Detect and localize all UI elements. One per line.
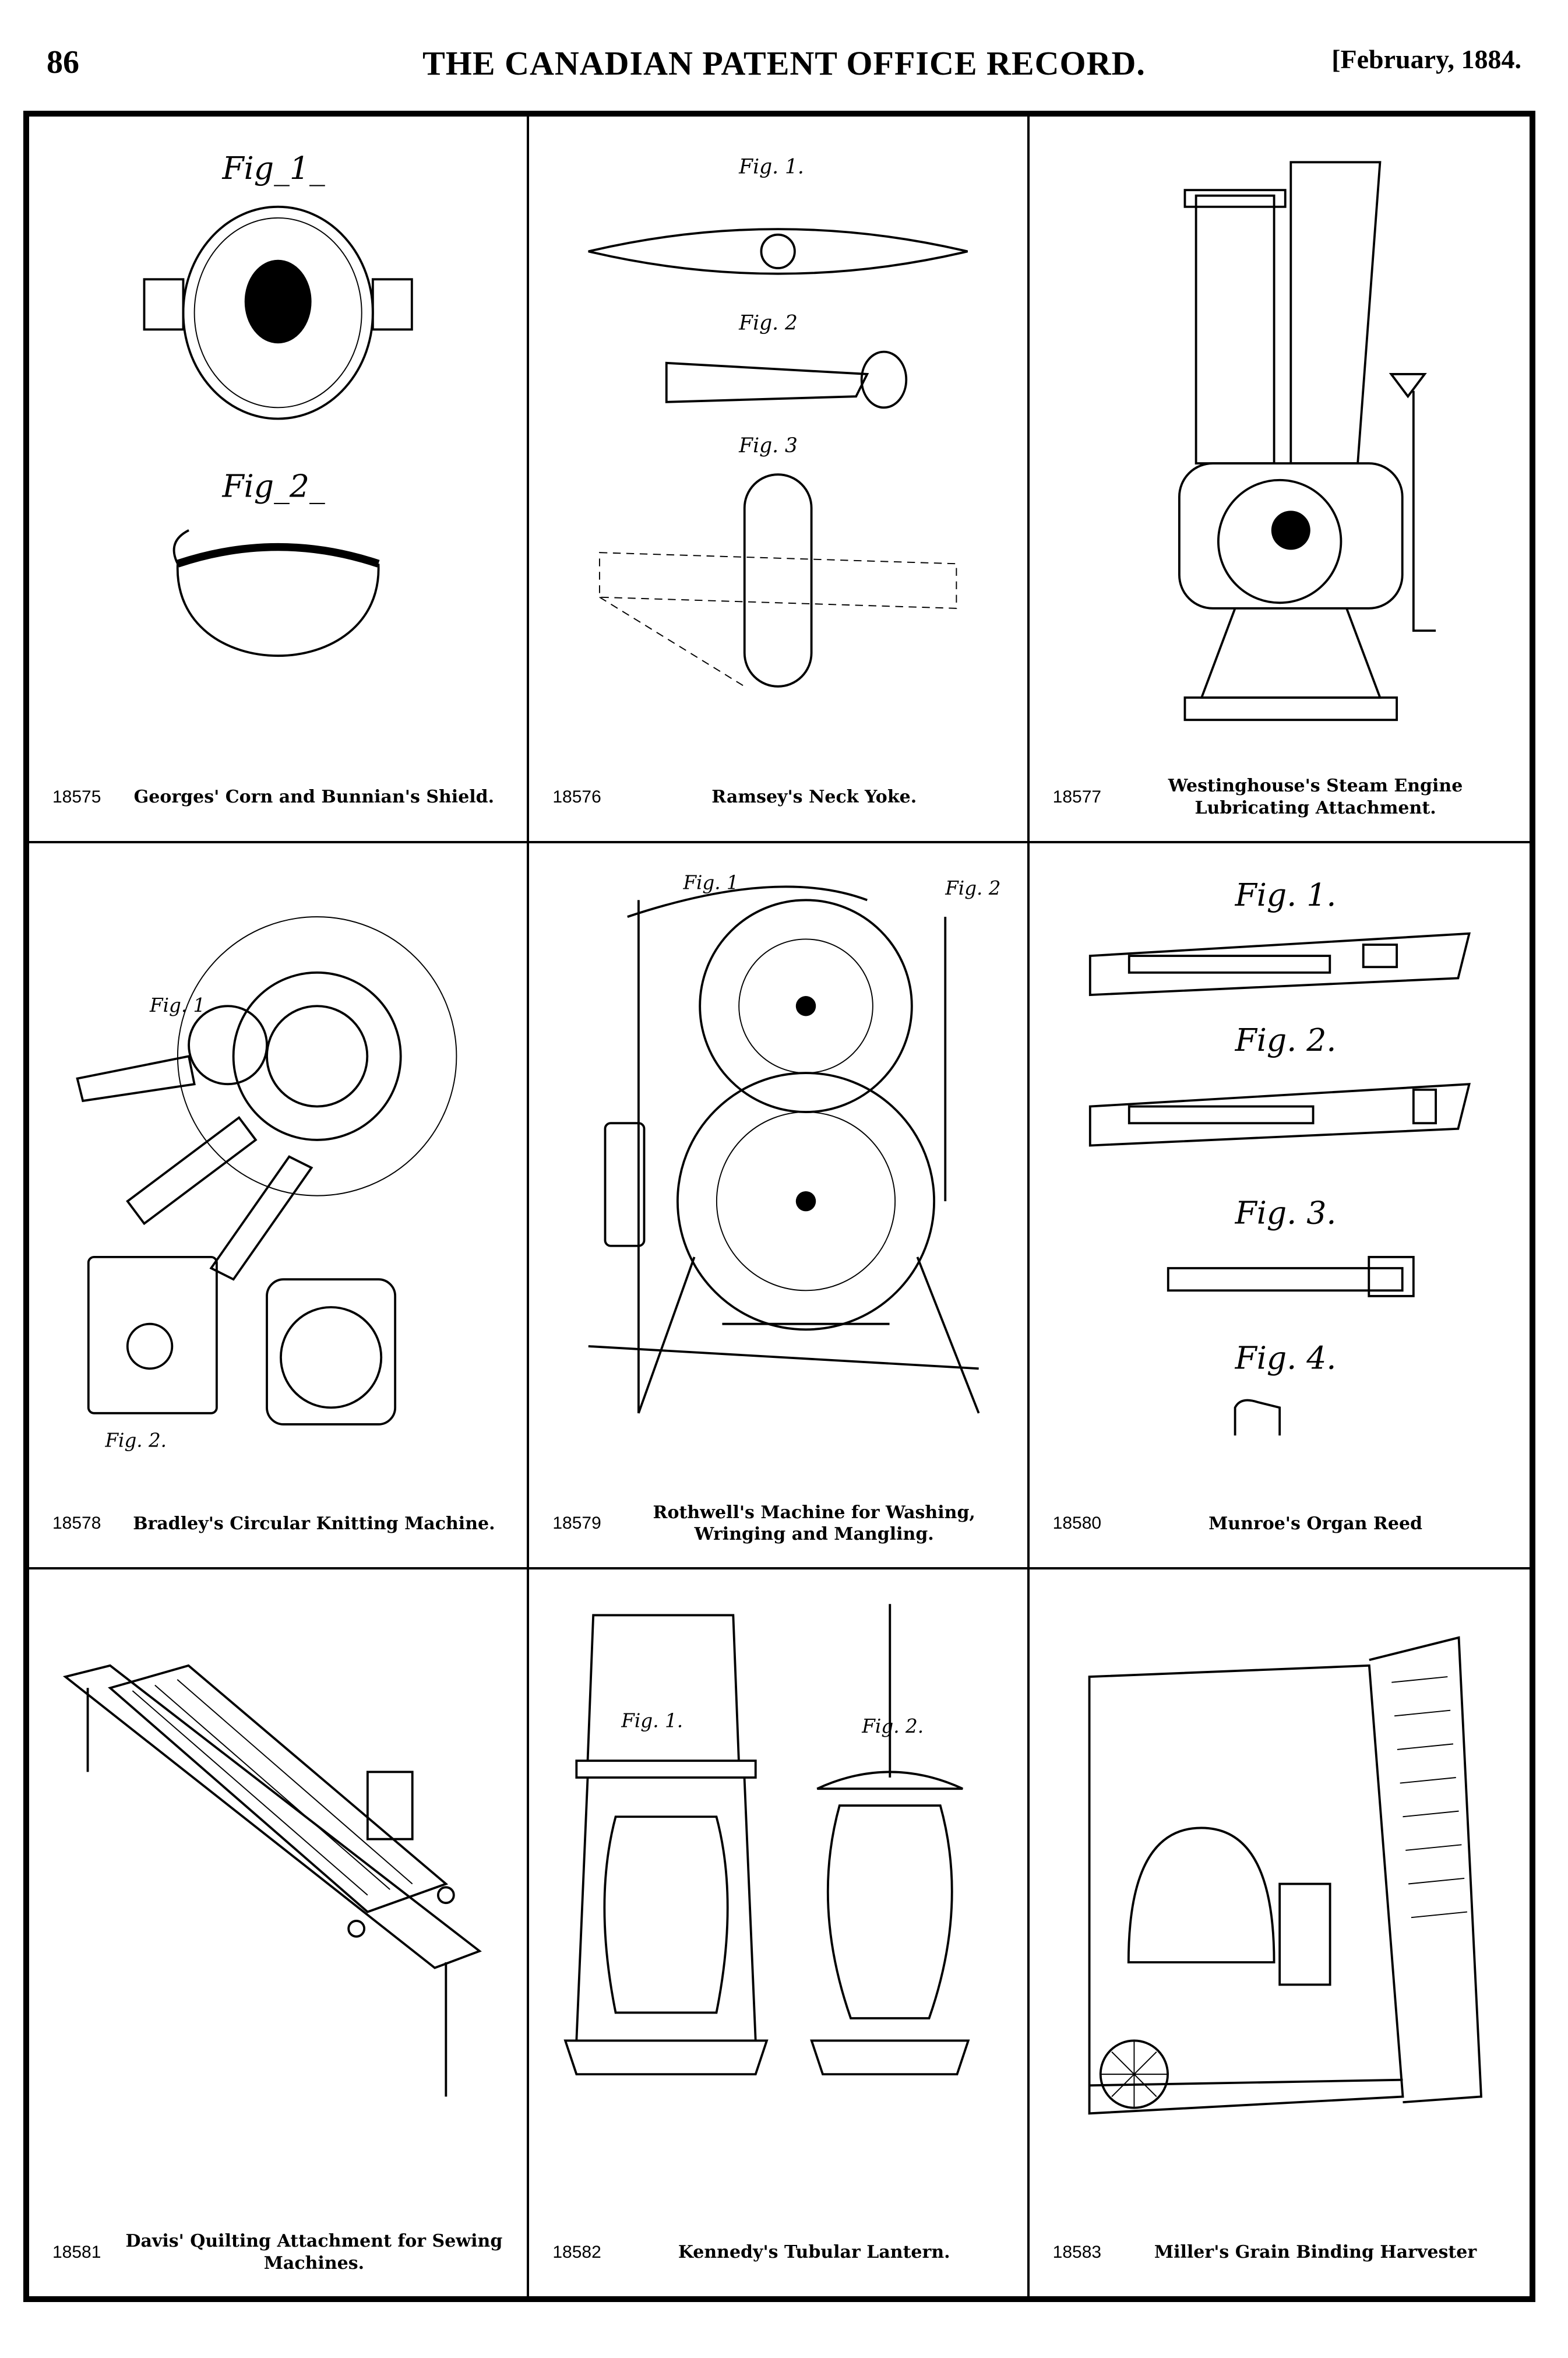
patent-number: 18575 [52,787,101,807]
figure-label: Fig. 2 [739,311,798,335]
patent-title: Davis' Quilting Attachment for Sewing Ma… [125,2231,503,2273]
patent-caption: 18577 Westinghouse's Steam Engine Lubric… [1053,765,1512,829]
patent-number: 18582 [552,2242,601,2262]
figure-label: Fig. 1. [739,155,805,178]
patent-title: Rothwell's Machine for Washing, Wringing… [653,1502,975,1545]
patent-cell-18583: 18583 Miller's Grain Binding Harvester [1030,1569,1530,2296]
patent-title: Westinghouse's Steam Engine Lubricating … [1168,776,1463,818]
patent-cell-18581: 18581 Davis' Quilting Attachment for Sew… [29,1569,530,2296]
patent-drawing-steam-engine [1053,140,1506,754]
patent-cell-18580: Fig. 1. Fig. 2. Fig. 3. Fig. 4. 18580 Mu… [1029,843,1530,1570]
figure-label: Fig. 3 [739,434,798,457]
patent-caption: 18576 Ramsey's Neck Yoke. [552,765,1009,829]
figure-label: Fig. 2 [945,877,1001,899]
issue-date: [February, 1884. [1331,44,1521,74]
patent-number: 18576 [552,787,601,807]
figure-label: Fig_1_ [221,150,325,186]
patent-caption: 18578 Bradley's Circular Knitting Machin… [52,1491,509,1555]
figure-label: Fig. 1. [621,1710,683,1732]
patent-cell-18577: 18577 Westinghouse's Steam Engine Lubric… [1029,117,1530,843]
patent-number: 18577 [1052,787,1102,807]
figure-label: Fig. 1. [1234,877,1336,913]
patent-number: 18580 [1052,1514,1102,1533]
patent-number: 18583 [1052,2242,1102,2262]
patent-caption: 18580 Munroe's Organ Reed [1053,1491,1512,1555]
patent-number: 18578 [52,1514,101,1533]
patent-title: Miller's Grain Binding Harvester [1154,2242,1477,2263]
patent-drawing-grain-harvester [1053,1593,1506,2209]
figure-label: Fig. 2. [862,1715,924,1737]
patent-caption: 18583 Miller's Grain Binding Harvester [1053,2220,1512,2285]
patent-caption: 18582 Kennedy's Tubular Lantern. [552,2220,1009,2285]
patent-title: Munroe's Organ Reed [1208,1513,1423,1534]
patent-caption: 18579 Rothwell's Machine for Washing, Wr… [552,1491,1009,1555]
figure-label: Fig. 3. [1234,1194,1336,1231]
page-header: 86 THE CANADIAN PATENT OFFICE RECORD. [F… [47,44,1521,99]
figure-label: Fig. 1 [149,994,205,1016]
patent-title: Kennedy's Tubular Lantern. [678,2242,950,2263]
patent-drawing-neck-yoke: Fig. 1. Fig. 2 Fig. 3 [552,140,1003,754]
patent-cell-18578: Fig. 1 Fig. 2. 18578 Bradley's Circular … [29,843,530,1570]
patent-number: 18579 [552,1514,601,1533]
figure-label: Fig. 1 [683,871,739,893]
patent-title: Georges' Corn and Bunnian's Shield. [133,786,495,807]
patent-caption: 18581 Davis' Quilting Attachment for Sew… [52,2220,509,2285]
patent-title: Bradley's Circular Knitting Machine. [133,1513,495,1534]
patent-caption: 18575 Georges' Corn and Bunnian's Shield… [52,765,509,829]
figure-label: Fig. 2. [1234,1021,1336,1058]
patent-drawing-organ-reed: Fig. 1. Fig. 2. Fig. 3. Fig. 4. [1053,867,1506,1480]
journal-title: THE CANADIAN PATENT OFFICE RECORD. [422,44,1146,82]
patent-plate-grid: Fig_1_ Fig_2_ 18575 Georges' Corn and Bu… [23,111,1535,2302]
patent-cell-18576: Fig. 1. Fig. 2 Fig. 3 18576 Ramsey's Nec… [529,117,1030,843]
patent-number: 18581 [52,2242,101,2262]
patent-title: Ramsey's Neck Yoke. [711,786,917,807]
patent-drawing-washing-machine: Fig. 1 Fig. 2 [552,867,1003,1480]
patent-cell-18582: Fig. 1. Fig. 2. 18582 Kennedy's Tubular … [529,1569,1030,2296]
figure-label: Fig_2_ [221,467,325,504]
patent-cell-18579: Fig. 1 Fig. 2 18579 Rothwell's Machine f… [529,843,1030,1570]
patent-drawing-tubular-lantern: Fig. 1. Fig. 2. [552,1593,1003,2209]
patent-drawing-corn-shield: Fig_1_ Fig_2_ [52,140,503,754]
figure-label: Fig. 2. [105,1429,167,1451]
patent-cell-18575: Fig_1_ Fig_2_ 18575 Georges' Corn and Bu… [29,117,530,843]
patent-drawing-quilting-attachment [52,1593,503,2209]
patent-drawing-knitting-machine: Fig. 1 Fig. 2. [52,867,503,1480]
page-number: 86 [47,44,79,80]
figure-label: Fig. 4. [1234,1339,1336,1376]
